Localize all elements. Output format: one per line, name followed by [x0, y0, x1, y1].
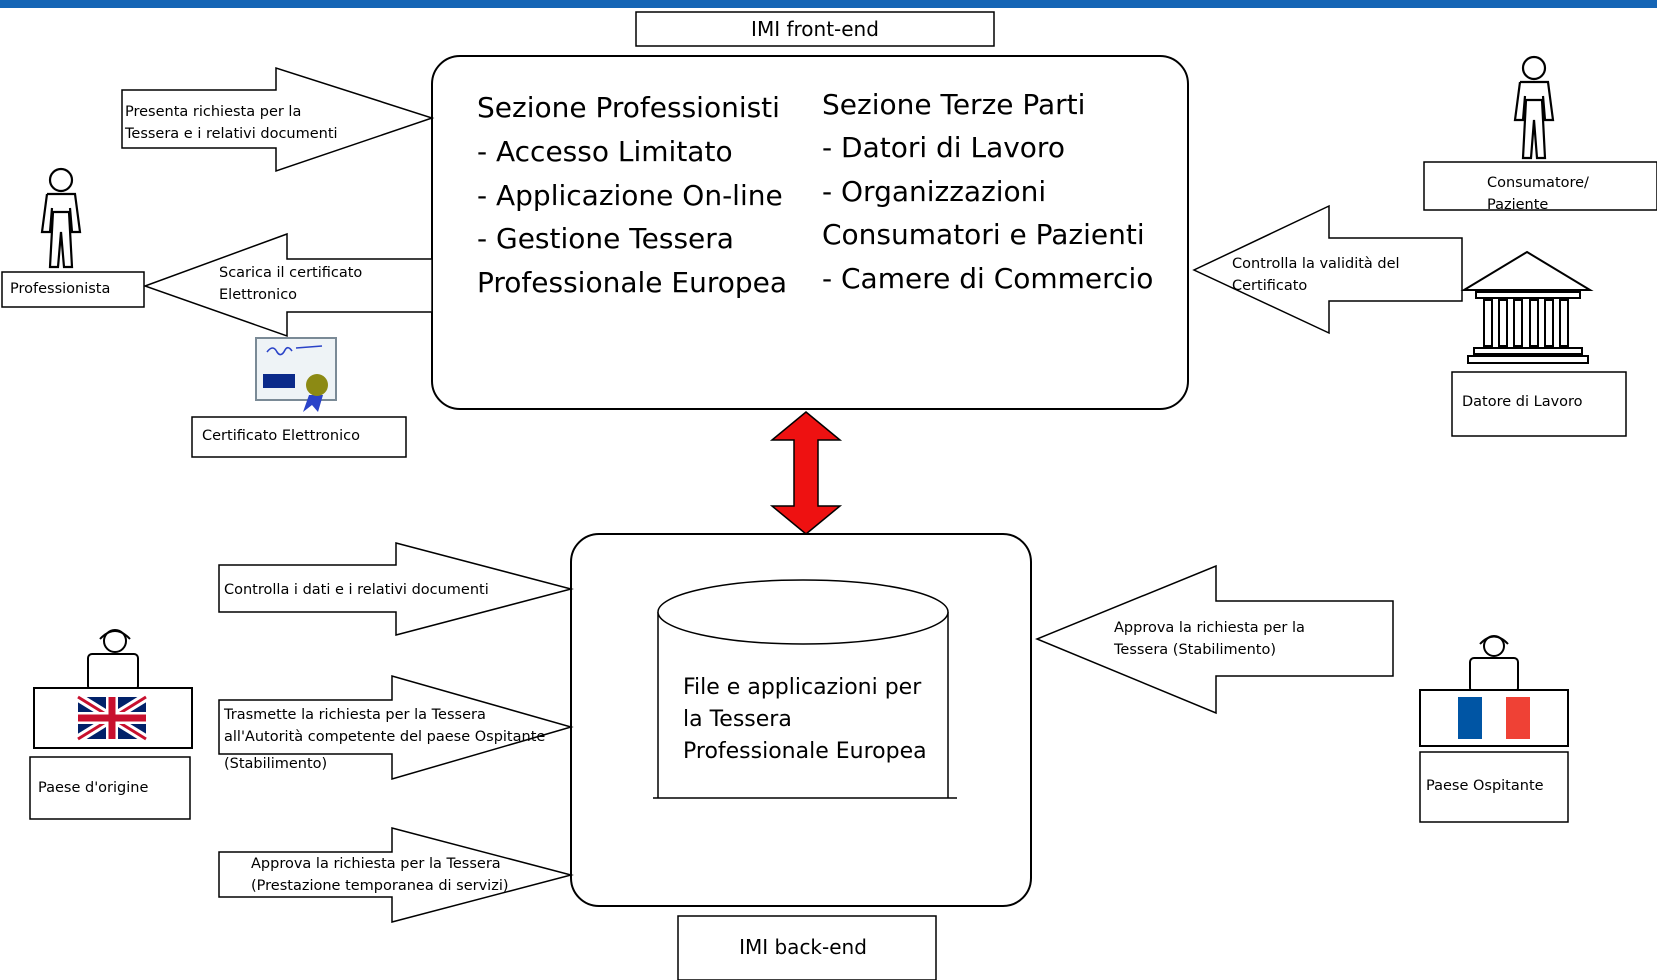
download-certificate-arrow — [142, 232, 433, 338]
third-party-section-line: Consumatori e Pazienti — [822, 218, 1145, 251]
submit-request-arrow — [121, 66, 435, 173]
forward-request-arrow — [218, 675, 574, 780]
third-party-section-line: Sezione Terze Parti — [822, 88, 1085, 121]
download-certificate-arrow-label: Elettronico — [219, 287, 297, 303]
approve-establishment-arrow-label: Approva la richiesta per la — [1114, 620, 1305, 636]
approve-temporary-arrow-label: (Prestazione temporanea di servizi) — [251, 878, 509, 894]
third-party-section-line: - Organizzazioni — [822, 175, 1046, 208]
certificate-icon — [255, 337, 337, 412]
professional-person-icon — [40, 167, 82, 269]
professional-section-line: Professionale Europea — [477, 266, 787, 299]
employer-label-box — [1451, 371, 1627, 437]
consumer-label-box — [1423, 161, 1657, 211]
verify-certificate-arrow — [1192, 204, 1463, 335]
uk-flag-icon — [75, 693, 149, 743]
certificate-label-box — [191, 416, 407, 458]
check-data-arrow-label: Controlla i dati e i relativi documenti — [224, 582, 489, 598]
front-end-label: IMI front-end — [751, 17, 879, 41]
database-label-line: File e applicazioni per — [683, 675, 922, 700]
front-end-box — [431, 55, 1189, 410]
database-label-line: Professionale Europea — [683, 739, 927, 764]
back-end-label: IMI back-end — [739, 935, 867, 959]
database-icon — [653, 579, 957, 799]
home-country-label: Paese d'origine — [38, 780, 148, 796]
database-label-line: la Tessera — [683, 707, 792, 732]
approve-temporary-arrow-label: Approva la richiesta per la Tessera — [251, 856, 501, 872]
submit-request-arrow-label: Presenta richiesta per la — [125, 104, 301, 120]
consumer-person-icon — [1513, 55, 1555, 160]
professional-label-box — [1, 271, 145, 308]
third-party-section-line: - Datori di Lavoro — [822, 131, 1065, 164]
approve-temporary-arrow — [218, 827, 574, 923]
check-data-arrow — [218, 542, 574, 636]
forward-request-arrow-label: (Stabilimento) — [224, 756, 327, 772]
france-flag-icon — [1458, 697, 1530, 739]
professional-section-line: - Gestione Tessera — [477, 222, 734, 255]
professional-section: Sezione Professionisti - Accesso Limitat… — [477, 91, 787, 299]
professional-section-line: - Accesso Limitato — [477, 135, 733, 168]
professional-label: Professionista — [10, 281, 110, 297]
forward-request-arrow-label: all'Autorità competente del paese Ospita… — [224, 729, 545, 745]
submit-request-arrow-label: Tessera e i relativi documenti — [124, 126, 338, 142]
approve-establishment-arrow — [1035, 564, 1394, 715]
front-back-link-arrow — [769, 411, 843, 535]
employer-building-icon — [1460, 250, 1594, 364]
host-country-label: Paese Ospitante — [1426, 778, 1544, 794]
approve-establishment-arrow-label: Tessera (Stabilimento) — [1113, 642, 1276, 658]
consumer-label: Consumatore/ — [1487, 175, 1589, 191]
front-end-label-box — [635, 11, 995, 47]
back-end-label-box — [677, 915, 937, 980]
forward-request-arrow-label: Trasmette la richiesta per la Tessera — [223, 707, 486, 723]
download-certificate-arrow-label: Scarica il certificato — [219, 265, 362, 281]
host-country-label-box — [1419, 751, 1569, 823]
verify-certificate-arrow-label: Controlla la validità del — [1232, 256, 1400, 272]
certificate-label: Certificato Elettronico — [202, 428, 360, 444]
home-country-label-box — [29, 756, 191, 820]
employer-label: Datore di Lavoro — [1462, 394, 1583, 410]
third-party-section: Sezione Terze Parti - Datori di Lavoro -… — [822, 88, 1153, 295]
professional-section-line: - Applicazione On-line — [477, 179, 783, 212]
verify-certificate-arrow-label: Certificato — [1232, 278, 1307, 294]
top-band — [0, 0, 1657, 8]
professional-section-line: Sezione Professionisti — [477, 91, 780, 124]
third-party-section-line: - Camere di Commercio — [822, 262, 1153, 295]
consumer-label: Paziente — [1487, 197, 1548, 213]
